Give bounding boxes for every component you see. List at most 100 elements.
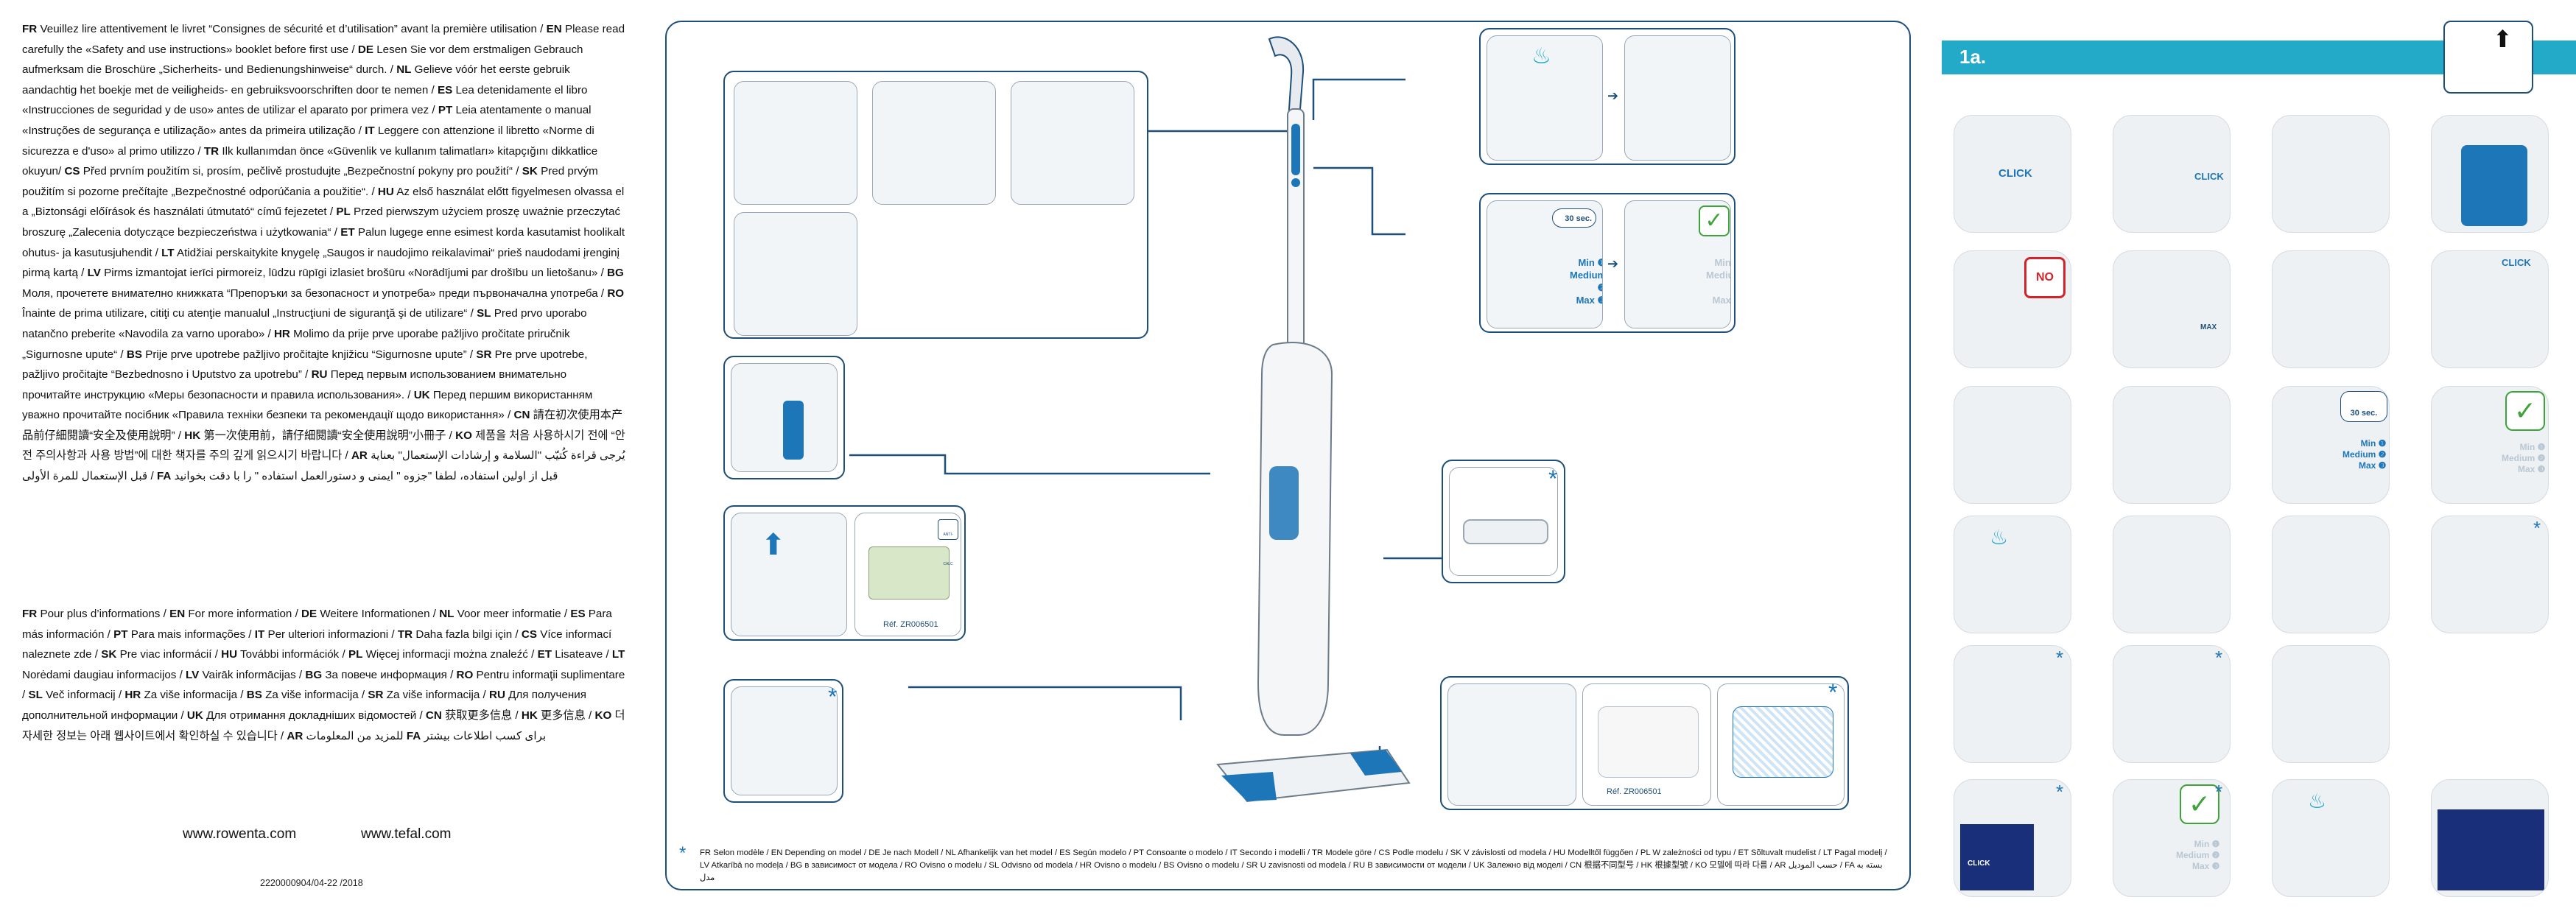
step-tile: NO bbox=[1954, 250, 2071, 368]
language-code: DE bbox=[301, 608, 317, 620]
localized-text: Leggere con attenzione il libretto «Norm… bbox=[22, 124, 594, 158]
timer-badge: 30 sec. bbox=[1552, 208, 1596, 228]
language-code: HU bbox=[377, 185, 394, 198]
localized-text: Vairāk informācijas / bbox=[199, 668, 303, 681]
language-code: UK bbox=[413, 388, 430, 401]
language-code: CN bbox=[425, 709, 442, 722]
localized-text: Atidžiai perskaitykite knygelę „Saugos i… bbox=[22, 246, 620, 280]
localized-text: Více informací naleznete zde / bbox=[22, 628, 612, 661]
click-label: CLICK bbox=[1998, 167, 2032, 180]
localized-text: Pirms izmantojat ierīci pirmoreiz, lūdzu… bbox=[100, 267, 604, 280]
localized-text: Norėdami daugiau informacijos / bbox=[22, 668, 183, 681]
localized-text: Pred prvým použitím si pozorne prečítajt… bbox=[22, 165, 598, 198]
localized-text: 第一次使用前，請仔細閱讀“安全使用說明”小冊子 / bbox=[200, 429, 452, 442]
language-code: ES bbox=[437, 83, 453, 96]
language-code: LV bbox=[87, 267, 101, 280]
model-dependent-star: * bbox=[2533, 517, 2541, 539]
steam-trigger-box: ♨ ➔ bbox=[1479, 28, 1736, 165]
language-code: PL bbox=[336, 205, 351, 219]
model-dependent-star: * bbox=[1548, 465, 1558, 492]
speed-result-image: ✓ Min ❶ Medium ❷ Max ❸ bbox=[1624, 200, 1731, 328]
pad-reference: Réf. ZR006501 bbox=[1607, 787, 1662, 796]
anti-calc-tag: ANTI-CALC bbox=[938, 519, 958, 566]
localized-text: Voor meer informatie / bbox=[454, 608, 568, 620]
speed-medium-dim: Medium ❷ bbox=[2176, 850, 2220, 860]
localized-text: برای کسب اطلاعات بیشتر bbox=[421, 729, 547, 742]
localized-text: Înainte de prima utilizare, citiţi cu at… bbox=[22, 307, 474, 320]
localized-text: Molimo da prije prve uporabe pažljivo pr… bbox=[22, 327, 570, 361]
localized-text: Lisateave / bbox=[551, 648, 609, 661]
step-tile: CLICK bbox=[2113, 115, 2231, 233]
model-dependent-star: * bbox=[1828, 679, 1838, 706]
language-code: HU bbox=[221, 648, 238, 661]
arrow-up-icon: ⬆ bbox=[761, 529, 786, 561]
rowenta-url[interactable]: www.rowenta.com bbox=[183, 826, 297, 842]
localized-text: يُرجى قراءة كُتيّب "السلامة و إرشادات ال… bbox=[22, 449, 625, 483]
step-tile bbox=[2113, 386, 2231, 504]
tefal-url[interactable]: www.tefal.com bbox=[361, 826, 452, 842]
arrow-right-icon: ➔ bbox=[1607, 88, 1619, 103]
speed-setting-image: 30 sec. Min ❶ Medium ❷ Max ❸ bbox=[1487, 200, 1603, 328]
language-code: SK bbox=[522, 165, 538, 178]
filter-reference: Réf. ZR006501 bbox=[883, 620, 938, 629]
language-code: HK bbox=[521, 709, 538, 722]
language-code: ET bbox=[340, 225, 355, 239]
localized-text: Lea detenidamente el libro «Instruccione… bbox=[22, 83, 588, 117]
speed-max-dim: Max ❸ bbox=[2518, 464, 2546, 474]
step-tile bbox=[2272, 645, 2390, 763]
water-tank-box bbox=[723, 356, 845, 479]
step-tile bbox=[2272, 516, 2390, 633]
water-tank-shape bbox=[2461, 145, 2527, 226]
language-code: FR bbox=[22, 608, 38, 620]
checkmark-icon: ✓ bbox=[1699, 205, 1730, 236]
language-code: LT bbox=[161, 246, 175, 259]
more-information-block: FR Pour plus d’informations / EN For mor… bbox=[22, 604, 626, 746]
carpet-shape bbox=[1960, 824, 2034, 890]
step-tile bbox=[2113, 516, 2231, 633]
step-tile: CLICK bbox=[1954, 115, 2071, 233]
arrow-up-icon: ⬆ bbox=[2493, 26, 2513, 52]
language-code: SL bbox=[28, 689, 43, 702]
checkmark-icon: ✓ bbox=[2180, 784, 2219, 824]
no-sign: NO bbox=[2024, 257, 2066, 298]
language-code: CS bbox=[64, 165, 80, 178]
localized-text: Для отримання докладніших відомостей / bbox=[203, 709, 423, 722]
language-code: BG bbox=[305, 668, 323, 681]
localized-text: Per ulteriori informazioni / bbox=[264, 628, 395, 641]
speed-medium: Medium ❷ bbox=[2342, 449, 2387, 460]
speed-medium-dim: Medium ❷ bbox=[2502, 453, 2546, 463]
arrow-right-icon: ➔ bbox=[1607, 256, 1619, 271]
speed-max: Max ❸ bbox=[2359, 460, 2387, 471]
max-label: MAX bbox=[2200, 323, 2217, 331]
filter-cartridge-shape bbox=[868, 546, 950, 600]
localized-text: 更多信息 / bbox=[537, 709, 592, 722]
section-label: 1a. bbox=[1959, 46, 1987, 68]
localized-text: Перед першим використанням уважно прочит… bbox=[22, 388, 593, 422]
language-code: SR bbox=[368, 689, 384, 702]
pad-blue-image bbox=[1717, 683, 1845, 806]
cord-step-2 bbox=[872, 81, 996, 205]
localized-text: Para más información / bbox=[22, 608, 612, 641]
step-tile bbox=[2272, 250, 2390, 368]
carpet-glider-box: * bbox=[1442, 460, 1565, 583]
localized-text: Pour plus d’informations / bbox=[37, 608, 166, 620]
language-code: SL bbox=[477, 307, 491, 320]
language-code: BS bbox=[126, 348, 142, 361]
localized-text: Daha fazla bilgi için / bbox=[413, 628, 519, 641]
language-code: AR bbox=[287, 729, 303, 742]
language-code: LV bbox=[186, 668, 200, 681]
step-tile: * bbox=[1954, 645, 2071, 763]
water-tank-shape bbox=[783, 401, 804, 460]
step-tile: ✓ Min ❶ Medium ❷ Max ❸ * bbox=[2113, 779, 2231, 897]
localized-text: Več informacij / bbox=[42, 689, 122, 702]
speed-max-dim: Max ❸ bbox=[2192, 861, 2220, 871]
language-code: FA bbox=[406, 729, 421, 742]
localized-text: Pentru informaţii suplimentare / bbox=[22, 668, 625, 702]
language-code: RO bbox=[456, 668, 474, 681]
step-tile: ♨ bbox=[2272, 779, 2390, 897]
step-tile: MAX bbox=[2113, 250, 2231, 368]
carpet-glider-image bbox=[1449, 467, 1558, 576]
language-code: RU bbox=[311, 368, 328, 382]
localized-text: Za više informacija / bbox=[262, 689, 365, 702]
click-label: CLICK bbox=[2194, 171, 2224, 182]
